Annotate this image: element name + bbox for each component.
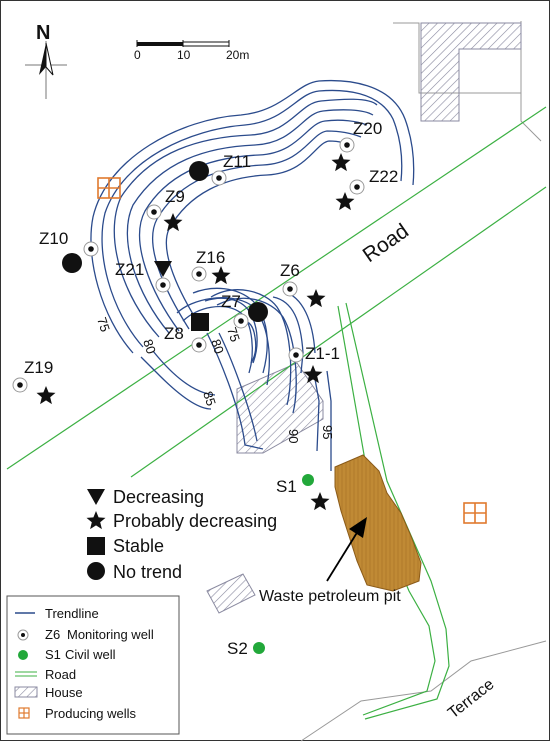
star-symbol	[36, 386, 56, 405]
legend-monitoring-example: Z6	[45, 627, 60, 642]
contour-label: 85	[200, 389, 219, 407]
scale-tick: 10	[177, 48, 191, 62]
decreasing-symbol	[154, 261, 172, 277]
producing-wells	[97, 177, 487, 524]
well-label: Z6	[280, 261, 300, 280]
well-label: Z1-1	[305, 344, 340, 363]
map-legend: Trendline Z6 Monitoring well S1 Civil we…	[6, 595, 180, 735]
monitoring-well-z9: Z9	[146, 187, 185, 220]
star-icon	[86, 511, 106, 530]
legend-civil-example: S1	[45, 647, 61, 662]
trend-legend: Decreasing Probably decreasing Stable No…	[86, 487, 277, 582]
well-label: Z9	[165, 187, 185, 206]
main-road-edge	[6, 106, 547, 470]
well-label: Z22	[369, 167, 398, 186]
monitoring-wells: Z11 Z20 Z22 Z9 Z10 Z21 Z16 Z6	[12, 119, 398, 393]
no-trend-icon	[87, 562, 105, 580]
contour-label: 90	[286, 429, 301, 443]
north-arrow: N	[25, 22, 67, 99]
decreasing-icon	[87, 489, 105, 505]
stable-symbol	[191, 313, 209, 331]
star-symbol	[310, 492, 330, 511]
trend-legend-label: Stable	[113, 536, 164, 556]
trend-legend-label: Decreasing	[113, 487, 204, 507]
well-label: Z19	[24, 358, 53, 377]
waste-petroleum-pit	[334, 454, 422, 592]
trend-symbols	[36, 153, 355, 511]
star-symbol	[211, 266, 231, 285]
well-label: Z20	[353, 119, 382, 138]
side-road-edge	[345, 302, 450, 720]
civil-wells: S1 S2	[227, 474, 314, 658]
monitoring-well-z10: Z10	[39, 229, 99, 257]
scale-tick: 20m	[226, 48, 249, 62]
legend-civil-well: Civil well	[65, 647, 116, 662]
houses	[206, 22, 522, 614]
contour-label: 75	[94, 315, 113, 333]
legend-monitoring-well: Monitoring well	[67, 627, 154, 642]
monitoring-well-z8: Z8	[164, 324, 207, 353]
pit-arrow	[326, 517, 367, 582]
well-label: Z8	[164, 324, 184, 343]
contour-labels: 75 80 85 75 80 90 95	[94, 315, 335, 443]
house	[236, 362, 324, 454]
monitoring-well-z20: Z20	[339, 119, 382, 153]
well-label: Z11	[223, 152, 251, 171]
contour-label: 80	[208, 337, 227, 355]
road-label: Road	[359, 219, 413, 267]
scale-bar: 0 10 20m	[134, 40, 249, 62]
monitoring-well-z21: Z21	[115, 260, 171, 293]
well-label: S2	[227, 639, 248, 658]
legend-road: Road	[45, 667, 76, 682]
no-trend-symbol	[248, 302, 268, 322]
star-symbol	[331, 153, 351, 172]
house	[420, 22, 522, 122]
civil-well-s1: S1	[276, 474, 314, 496]
monitoring-well-z6: Z6	[280, 261, 300, 297]
no-trend-symbol	[62, 253, 82, 273]
monitoring-well-z11: Z11	[211, 152, 251, 186]
monitoring-well-z16: Z16	[191, 248, 225, 282]
north-label: N	[36, 22, 50, 44]
pit-label: Waste petroleum pit	[259, 588, 401, 605]
legend-producing-well-icon	[18, 707, 30, 719]
well-label: Z21	[115, 260, 144, 279]
contour-label: 75	[224, 325, 243, 343]
monitoring-well-z22: Z22	[349, 167, 398, 195]
well-label: S1	[276, 477, 297, 496]
legend-house: House	[45, 685, 83, 700]
terrace-label: Terrace	[445, 676, 498, 722]
well-label: Z10	[39, 229, 68, 248]
stable-icon	[87, 537, 105, 555]
terrain-lines	[300, 21, 547, 742]
trend-legend-label: Probably decreasing	[113, 511, 277, 531]
monitoring-well-z7: Z7	[221, 292, 249, 329]
legend-producing-wells: Producing wells	[45, 706, 137, 721]
producing-well-icon	[97, 177, 121, 199]
trend-legend-label: No trend	[113, 562, 182, 582]
well-label: Z7	[221, 292, 241, 311]
house	[206, 573, 256, 614]
legend-trendline: Trendline	[45, 606, 99, 621]
contour-label: 95	[320, 425, 335, 439]
well-label: Z16	[196, 248, 225, 267]
star-symbol	[306, 289, 326, 308]
civil-well-s2: S2	[227, 639, 265, 658]
monitoring-well-z19: Z19	[12, 358, 53, 393]
contour-label: 80	[140, 337, 159, 355]
star-symbol	[335, 192, 355, 211]
main-road-edge	[130, 186, 547, 478]
no-trend-symbol	[189, 161, 209, 181]
star-symbol	[303, 365, 323, 384]
contour-trendlines	[90, 79, 415, 471]
monitoring-well-z1-1: Z1-1	[288, 344, 340, 363]
producing-well-icon	[463, 502, 487, 524]
scale-tick: 0	[134, 48, 141, 62]
star-symbol	[163, 213, 183, 232]
